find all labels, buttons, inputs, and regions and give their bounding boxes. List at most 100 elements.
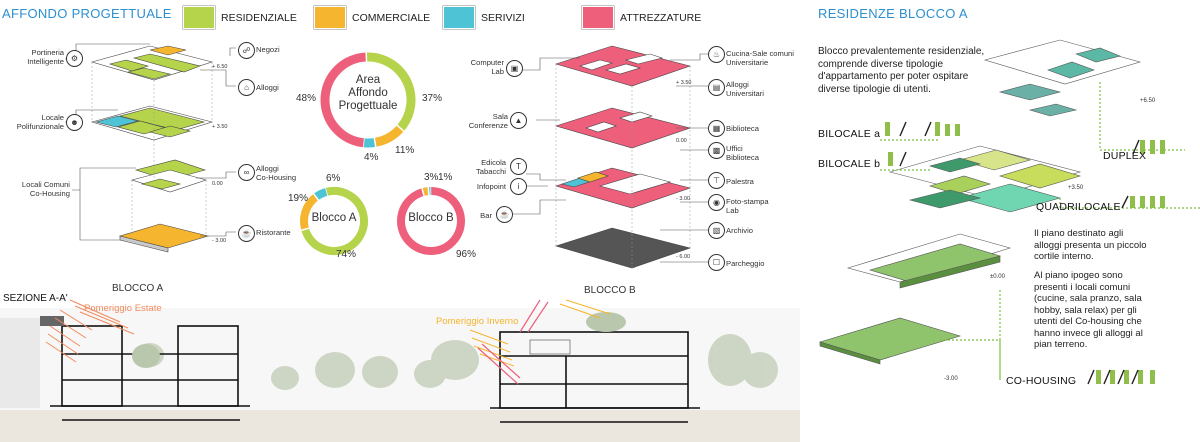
level-b-000: 0.00	[676, 138, 687, 144]
legend-attrezzature: ATTREZZATURE	[582, 6, 701, 29]
winter-rays	[469, 299, 611, 367]
tag-bilocale-b: BILOCALE b	[818, 158, 881, 170]
label-parcheggio: Parcheggio	[726, 259, 765, 268]
donut-main-title: Area Affondo Progettuale	[338, 74, 398, 112]
donut-1-slice-2	[313, 188, 328, 201]
level-b-600: - 6.00	[676, 254, 691, 260]
section-title: SEZIONE A-A'	[3, 293, 68, 304]
dumbbell-icon: ⊤	[708, 172, 725, 189]
donut-main-label-11: 11%	[395, 145, 415, 156]
bed-icon: ▤	[708, 79, 725, 96]
books-icon: ▦	[708, 120, 725, 137]
donut-1-slice-1	[300, 193, 319, 231]
label-alloggi-universitari: Alloggi Universitari	[726, 80, 764, 98]
note-ipogeo: Al piano ipogeo sono presenti i locali c…	[1034, 270, 1143, 350]
shopping-cart-icon: ☍	[238, 42, 255, 59]
donut-0-separator-3	[373, 136, 377, 148]
label-cucina: Cucina-Sale comuni Universitarie	[726, 49, 794, 67]
blocco-a-axon	[90, 45, 214, 253]
donut-a-label-74: 74%	[336, 249, 357, 260]
donut-main-label-48: 48%	[296, 93, 317, 104]
donut-0-slice-1	[366, 52, 416, 132]
handshake-icon: ∞	[238, 164, 255, 181]
legend-servizi: SERIVIZI	[443, 6, 525, 29]
newspaper-icon: T	[510, 158, 527, 175]
level-r-650: +6.50	[1140, 98, 1156, 104]
level-r-350: +3.50	[1068, 185, 1084, 191]
legend-label: SERIVIZI	[481, 11, 525, 24]
legend-label: COMMERCIALE	[352, 11, 431, 24]
donut-a-title: Blocco A	[311, 212, 357, 224]
note-cortile: Il piano destinato agli alloggi presenta…	[1034, 228, 1147, 262]
label-foto-stampa: Foto-stampa Lab	[726, 197, 769, 215]
tag-duplex: DUPLEX	[1103, 150, 1147, 162]
slash-marks	[899, 121, 1140, 385]
donut-1-separator-1	[300, 227, 311, 232]
legend-label: ATTREZZATURE	[620, 11, 702, 24]
donut-2-slice-1	[421, 187, 430, 196]
level-a-000: 0.00	[212, 181, 223, 187]
tag-bilocale-a: BILOCALE a	[818, 128, 881, 140]
left-title: AFFONDO PROGETTUALE	[2, 6, 172, 21]
people-icons	[885, 122, 1165, 384]
home-icon: ⌂	[238, 79, 255, 96]
donut-b-label-1: 1%	[438, 172, 453, 183]
legend-swatch	[314, 6, 346, 29]
label-locali-comuni: Locali Comuni Co-Housing	[21, 180, 70, 198]
donut-main-label-37: 37%	[422, 93, 443, 104]
people-group-icon: ☻	[66, 114, 83, 131]
donut-b-label-3: 3%	[424, 172, 439, 183]
label-infopoint: Infopoint	[476, 182, 506, 191]
donut-b-label-96: 96%	[456, 249, 477, 260]
tag-co-housing: CO-HOUSING	[1006, 375, 1077, 387]
level-b-350: + 3.50	[676, 80, 692, 86]
summer-rays	[45, 299, 135, 363]
residenze-axon	[818, 39, 1142, 365]
legend-swatch	[183, 6, 215, 29]
right-title: RESIDENZE BLOCCO A	[818, 6, 968, 21]
label-negozi: Negozi	[256, 45, 280, 54]
label-computer-lab: Computer Lab	[470, 58, 504, 76]
donut-1-slice-0	[301, 187, 368, 255]
level-a-350: + 3.50	[212, 124, 228, 130]
restaurant-icon: ☕	[238, 225, 255, 242]
level-r-000: ±0.00	[990, 274, 1005, 280]
level-b-300: - 3.00	[676, 196, 691, 202]
label-palestra: Palestra	[726, 177, 754, 186]
donut-1-separator-2	[312, 192, 320, 202]
coffee-icon: ☕	[496, 206, 513, 223]
blocco-b-leaders	[510, 53, 708, 263]
label-portineria: Portineria Intelligente	[27, 48, 64, 66]
donut-0-slice-3	[363, 137, 376, 148]
label-biblioteca: Biblioteca	[726, 124, 759, 133]
summer-label: Pomeriggio Estate	[84, 303, 162, 314]
section-drawing	[0, 299, 800, 442]
level-a-650: + 6.50	[212, 64, 228, 70]
legend-label: RESIDENZIALE	[221, 11, 297, 24]
caption-blocco-b: BLOCCO B	[584, 285, 636, 296]
conference-icon: ▲	[510, 112, 527, 129]
legend-commerciale: COMMERCIALE	[314, 6, 430, 29]
office-icon: ▩	[708, 142, 725, 159]
label-locale-polifunzionale: Locale Polifunzionale	[16, 113, 64, 131]
label-archivio: Archivio	[726, 226, 754, 235]
winter-label: Pomeriggio Inverno	[436, 316, 519, 327]
label-bar: Bar	[480, 211, 492, 220]
residenze-leaders	[880, 82, 1200, 380]
kitchen-icon: ♨	[708, 46, 725, 63]
donut-2-separator-1	[420, 187, 426, 198]
donut-main-label-4: 4%	[364, 152, 379, 163]
donut-0-separator-2	[395, 124, 406, 133]
residenze-description: Blocco prevalentemente residenziale, com…	[818, 46, 985, 95]
donut-0-slice-2	[374, 125, 404, 147]
label-sala-conferenze: Sala Conferenze	[468, 112, 508, 130]
sun-angle-rays	[477, 299, 549, 385]
computer-icon: ▣	[506, 60, 523, 77]
label-edicola: Edicola Tabacchi	[476, 158, 506, 176]
legend-swatch	[443, 6, 475, 29]
concierge-icon: ⚙	[66, 50, 83, 67]
donut-2-separator-2	[427, 186, 430, 197]
level-a-300: - 3.00	[212, 238, 227, 244]
